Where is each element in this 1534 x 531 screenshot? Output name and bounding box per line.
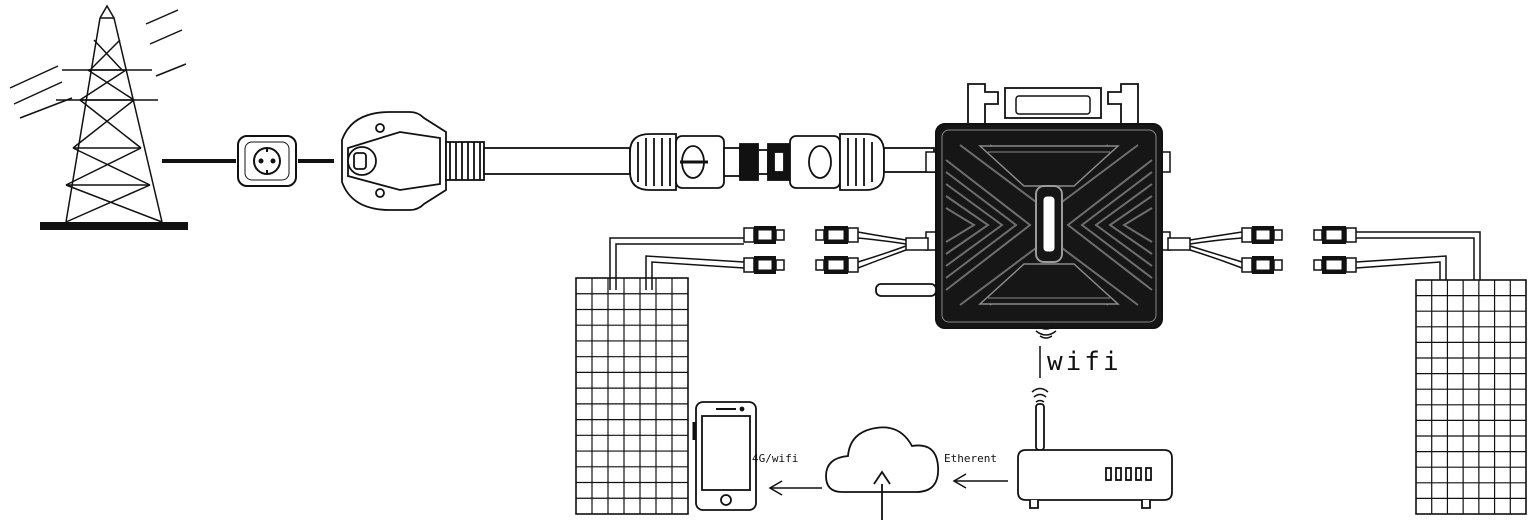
- solar-panel-icon: [1415, 279, 1527, 515]
- phone-link-label: 4G/wifi: [752, 452, 799, 465]
- router-to-cloud-arrow: [952, 473, 1008, 489]
- mc4-connector-icon: [815, 255, 859, 275]
- transmission-tower-icon: [9, 4, 187, 223]
- right-dc-wiring: [1167, 225, 1481, 280]
- cloud-to-phone-arrow: [768, 480, 822, 496]
- wall-socket-icon: [237, 135, 297, 187]
- wifi-signal-icon: [1035, 325, 1057, 339]
- microinverter-icon: [925, 83, 1171, 329]
- cloud-icon: [825, 426, 939, 520]
- wifi-signal-icon: [1031, 387, 1049, 403]
- mc4-connector-icon: [743, 255, 785, 275]
- solar-panel-icon: [575, 277, 689, 515]
- wifi-label: wifi: [1047, 347, 1122, 377]
- power-plug-icon: [341, 111, 485, 211]
- mc4-connector-icon: [1313, 255, 1357, 275]
- tower-ground-bar: [40, 222, 188, 230]
- mc4-connector-icon: [815, 225, 859, 245]
- mc4-connector-icon: [1313, 225, 1357, 245]
- mc4-connector-icon: [1241, 225, 1283, 245]
- mc4-connector-icon: [743, 225, 785, 245]
- left-dc-wiring: [609, 225, 929, 290]
- inverter-antenna: [875, 283, 937, 297]
- mc4-connector-icon: [1241, 255, 1283, 275]
- smartphone-icon: [692, 401, 757, 511]
- router-link-label: Etherent: [944, 452, 997, 465]
- router-icon: [1017, 403, 1173, 509]
- ac-connector-icon: [629, 133, 885, 191]
- ac-cable: [483, 147, 631, 175]
